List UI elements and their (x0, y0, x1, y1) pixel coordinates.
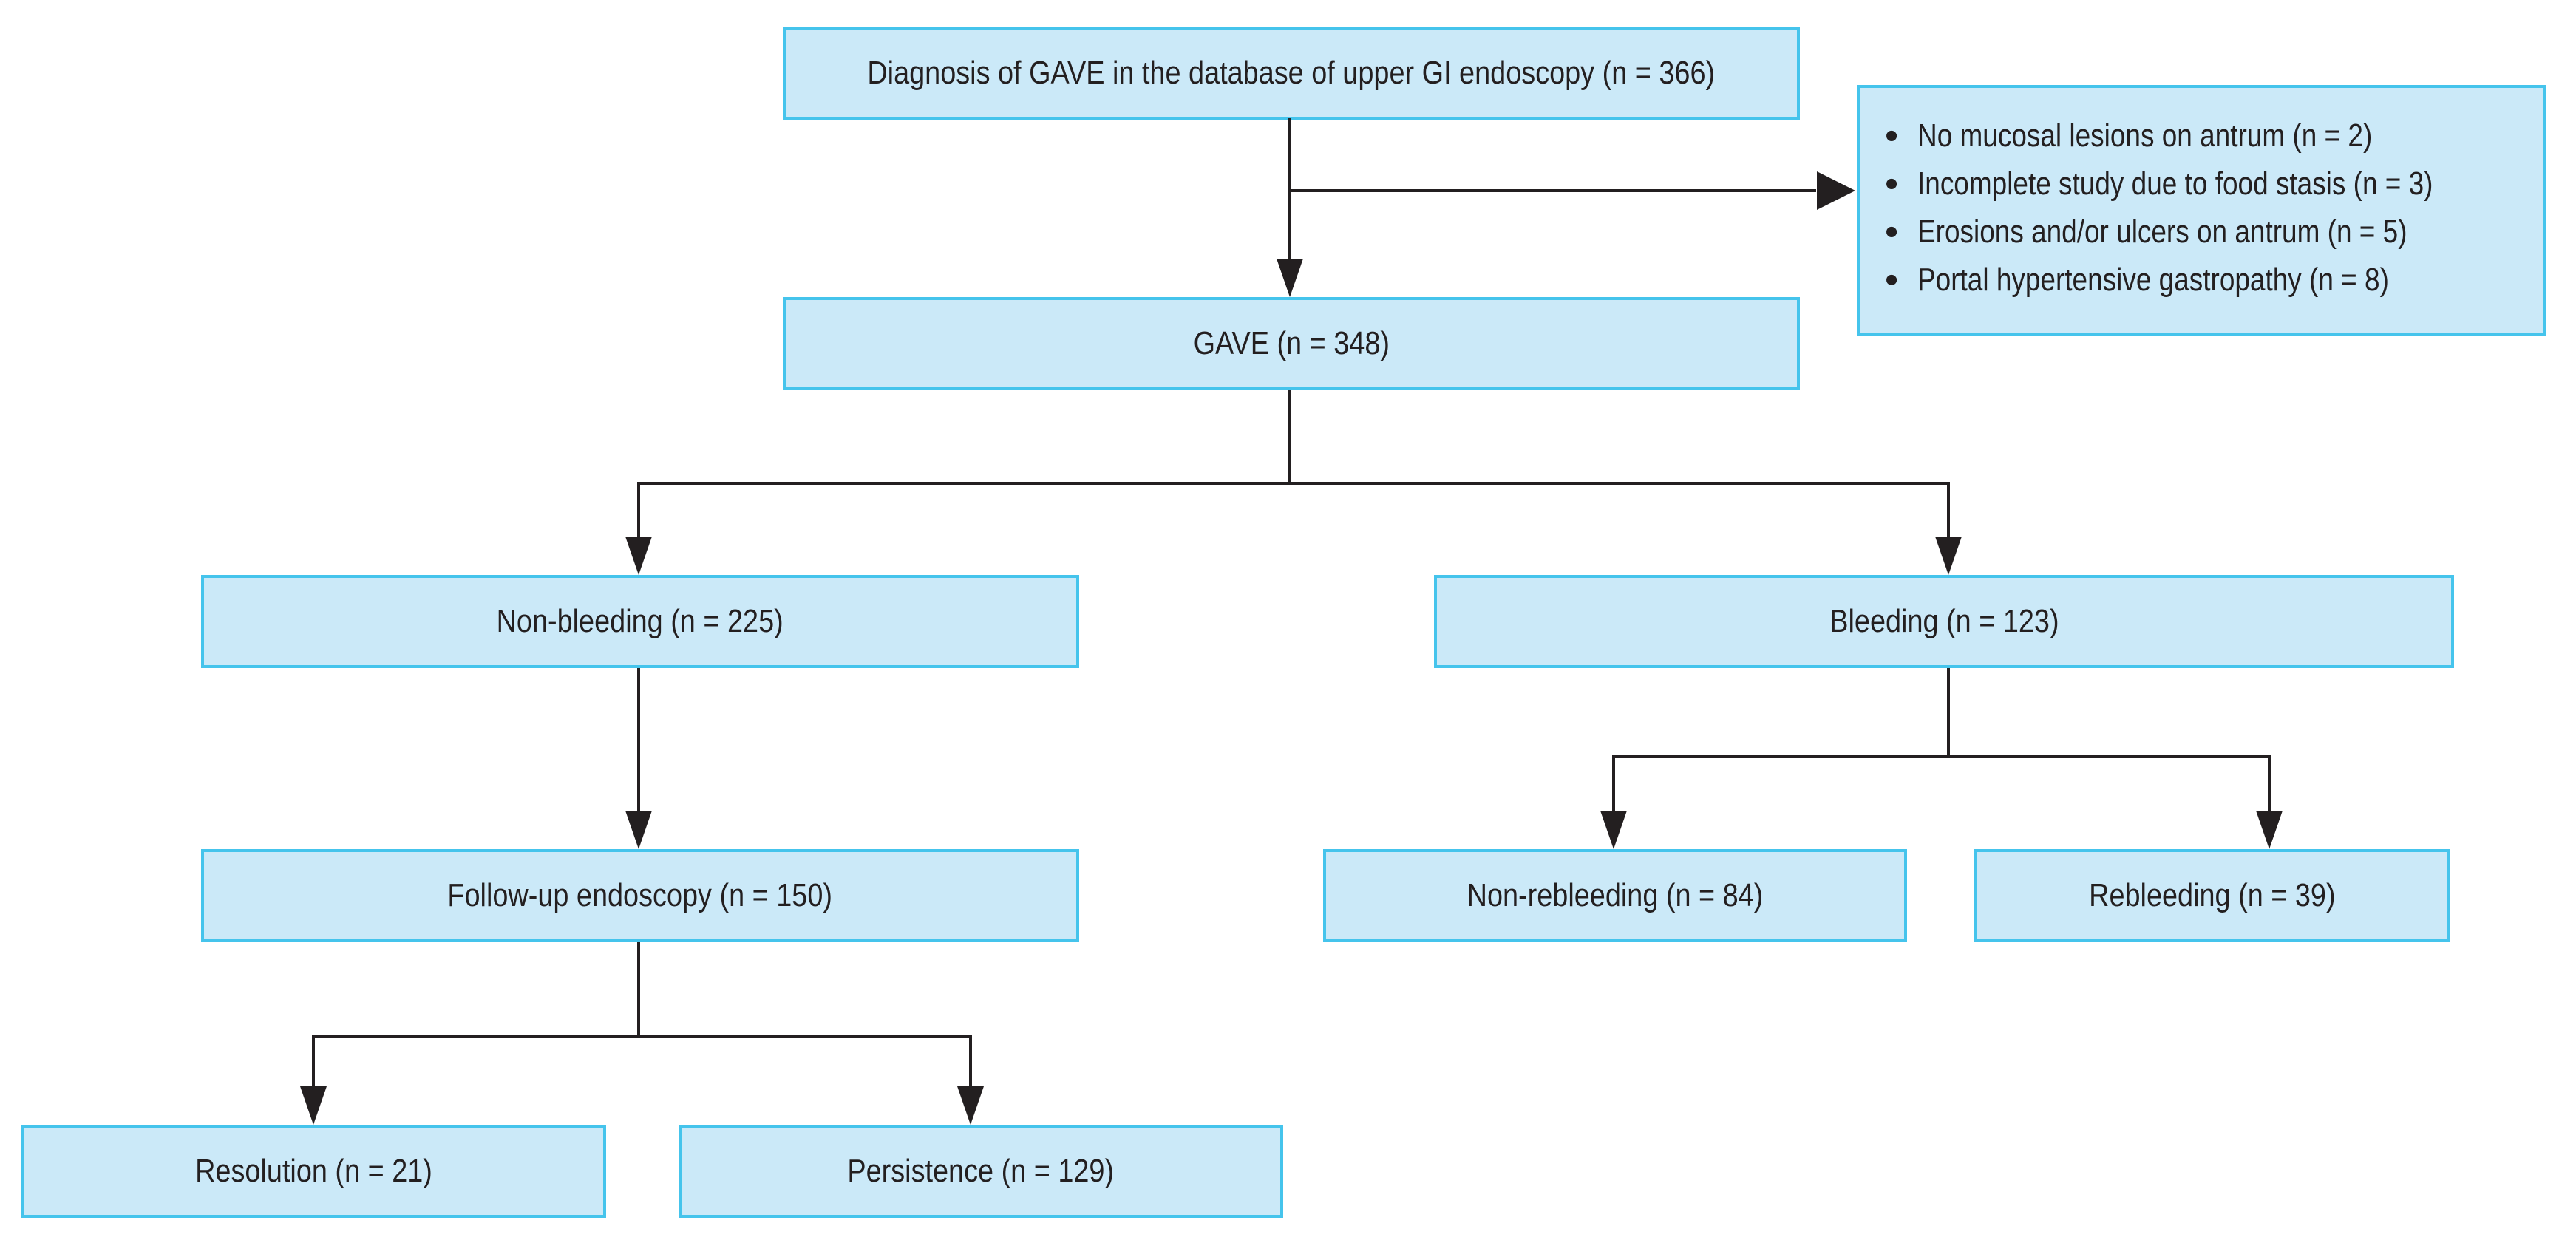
arrow-down-icon (2256, 811, 2283, 849)
node-followup-label: Follow-up endoscopy (n = 150) (447, 877, 833, 913)
connector-to-rebleeding (2268, 755, 2271, 813)
node-non-rebleeding-label: Non-rebleeding (n = 84) (1467, 877, 1764, 913)
node-non-bleeding: Non-bleeding (n = 225) (201, 575, 1079, 668)
connector-to-non-rebleeding (1612, 755, 1615, 813)
node-persistence-label: Persistence (n = 129) (847, 1153, 1115, 1189)
arrow-right-icon (1817, 171, 1855, 210)
node-exclusions: No mucosal lesions on antrum (n = 2) Inc… (1857, 85, 2546, 336)
arrow-down-icon (1935, 537, 1962, 575)
node-followup: Follow-up endoscopy (n = 150) (201, 849, 1079, 942)
connector-followup-stem (637, 942, 640, 1038)
connector-bleeding-stem (1947, 668, 1950, 758)
arrow-down-icon (957, 1086, 984, 1125)
node-diagnosis: Diagnosis of GAVE in the database of upp… (783, 27, 1800, 120)
node-non-rebleeding: Non-rebleeding (n = 84) (1323, 849, 1907, 942)
node-rebleeding-label: Rebleeding (n = 39) (2088, 877, 2336, 913)
arrow-down-icon (1277, 259, 1303, 297)
exclusions-list: No mucosal lesions on antrum (n = 2) Inc… (1860, 88, 2543, 304)
node-diagnosis-label: Diagnosis of GAVE in the database of upp… (867, 55, 1716, 91)
node-resolution: Resolution (n = 21) (21, 1125, 606, 1218)
node-rebleeding: Rebleeding (n = 39) (1974, 849, 2450, 942)
node-bleeding-label: Bleeding (n = 123) (1829, 603, 2059, 639)
node-gave-label: GAVE (n = 348) (1193, 325, 1390, 361)
connector-to-persistence (969, 1035, 972, 1089)
arrow-down-icon (300, 1086, 327, 1125)
connector-to-resolution (312, 1035, 315, 1089)
arrow-down-icon (625, 811, 652, 849)
connector-gave-split (637, 482, 1950, 485)
connector-gave-stem (1288, 390, 1291, 485)
connector-bleeding-split (1612, 755, 2271, 758)
arrow-down-icon (625, 537, 652, 575)
node-gave: GAVE (n = 348) (783, 297, 1800, 390)
node-resolution-label: Resolution (n = 21) (194, 1153, 432, 1189)
connector-nonbleeding-followup (637, 668, 640, 813)
exclusions-item: Incomplete study due to food stasis (n =… (1885, 160, 2543, 208)
arrow-down-icon (1600, 811, 1627, 849)
connector-followup-split (312, 1035, 972, 1038)
node-persistence: Persistence (n = 129) (679, 1125, 1283, 1218)
connector-diagnosis-exclusions (1290, 189, 1816, 192)
node-non-bleeding-label: Non-bleeding (n = 225) (496, 603, 784, 639)
exclusions-item: No mucosal lesions on antrum (n = 2) (1885, 112, 2543, 160)
exclusions-item: Erosions and/or ulcers on antrum (n = 5) (1885, 208, 2543, 256)
node-bleeding: Bleeding (n = 123) (1434, 575, 2454, 668)
connector-to-non-bleeding (637, 482, 640, 539)
exclusions-item: Portal hypertensive gastropathy (n = 8) (1885, 256, 2543, 304)
connector-to-bleeding (1947, 482, 1950, 539)
